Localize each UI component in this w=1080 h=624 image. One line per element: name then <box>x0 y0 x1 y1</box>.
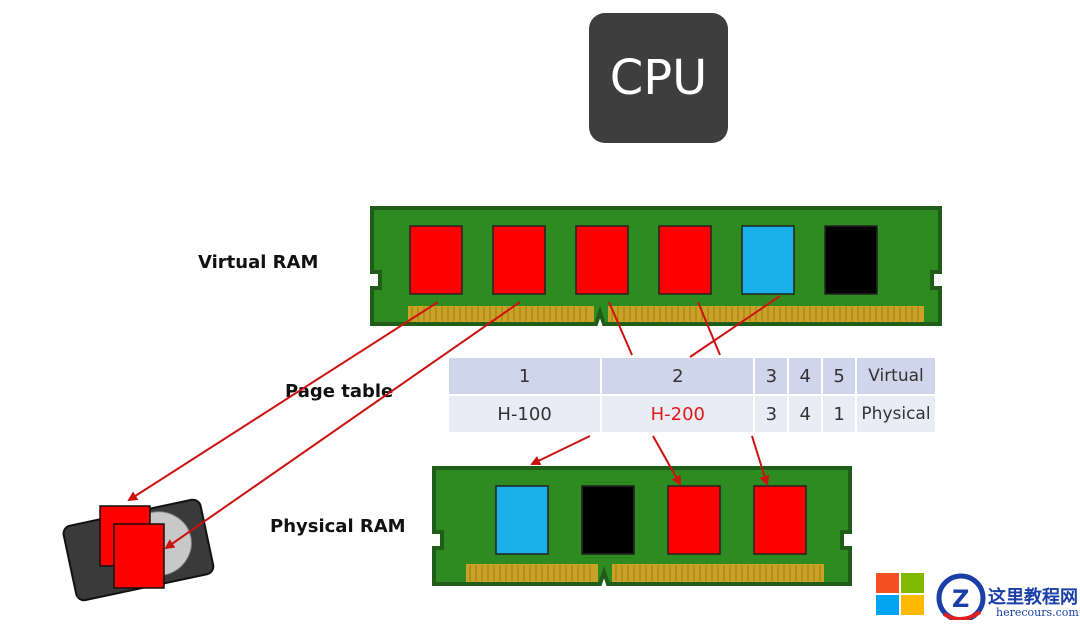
virtual-page-6 <box>824 225 878 295</box>
virtual-page-5 <box>741 225 795 295</box>
page-table-label: Page table <box>285 381 394 402</box>
page-table: 1 2 3 4 5 Virtual H-100 H-200 3 4 1 Phys… <box>447 356 937 434</box>
physical-cell: 3 <box>755 396 788 432</box>
virtual-page-3 <box>575 225 629 295</box>
virtual-ram-stick <box>370 206 942 326</box>
page-table-physical-row: H-100 H-200 3 4 1 Physical <box>449 396 935 432</box>
physical-page-4 <box>753 485 807 555</box>
physical-ram-pins-left <box>466 564 598 582</box>
physical-page-1 <box>495 485 549 555</box>
svg-text:Z: Z <box>952 585 969 613</box>
physical-row-label: Physical <box>857 396 935 432</box>
physical-cell: 1 <box>823 396 855 432</box>
virtual-cell: 1 <box>449 358 601 394</box>
virtual-cell: 3 <box>755 358 788 394</box>
physical-page-3 <box>667 485 721 555</box>
physical-page-2 <box>581 485 635 555</box>
swapped-page-2 <box>113 523 165 589</box>
physical-cell: 4 <box>789 396 822 432</box>
cpu-label: CPU <box>609 50 708 106</box>
virtual-page-1 <box>409 225 463 295</box>
page-table-virtual-row: 1 2 3 4 5 Virtual <box>449 358 935 394</box>
watermark-url: herecours.com <box>996 606 1079 619</box>
virtual-cell: 4 <box>789 358 822 394</box>
virtual-page-4 <box>658 225 712 295</box>
virtual-row-label: Virtual <box>857 358 935 394</box>
watermark-text: 这里教程网 <box>988 587 1078 608</box>
arrow-table-5-to-physical <box>530 435 591 466</box>
physical-cell: H-100 <box>449 396 601 432</box>
virtual-cell: 5 <box>823 358 855 394</box>
watermark-logo: Z <box>876 573 986 620</box>
virtual-ram-pins-right <box>608 306 924 322</box>
physical-ram-stick <box>432 466 852 586</box>
hard-drive <box>62 498 215 602</box>
virtual-page-2 <box>492 225 546 295</box>
virtual-cell: 2 <box>602 358 754 394</box>
physical-cell: H-200 <box>602 396 754 432</box>
cpu-chip: CPU <box>589 13 728 143</box>
virtual-ram-label: Virtual RAM <box>198 252 319 273</box>
physical-ram-label: Physical RAM <box>270 516 406 537</box>
